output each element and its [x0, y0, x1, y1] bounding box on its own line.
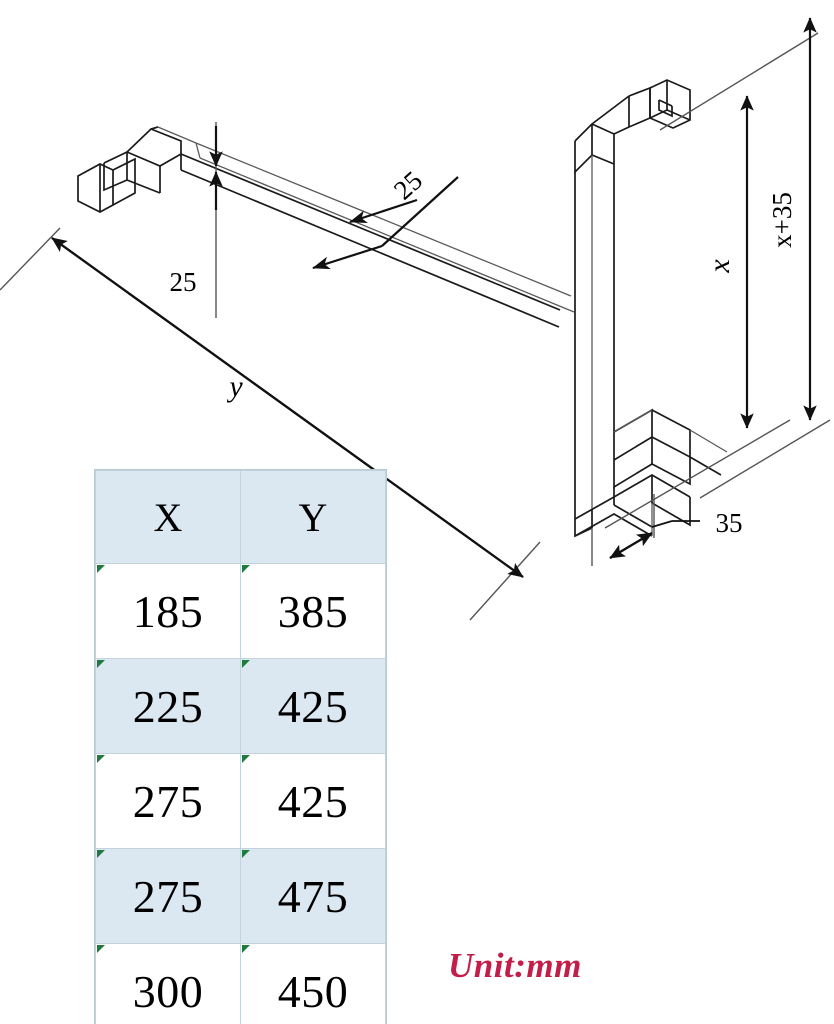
left-elbow: [103, 126, 197, 194]
text-number-flag-icon: [242, 850, 250, 858]
long-arm-tube: [180, 142, 575, 328]
cell-value: 450: [277, 965, 349, 1017]
left-mounting-flange: [77, 157, 136, 213]
text-number-flag-icon: [242, 755, 250, 763]
cell-value: 275: [132, 775, 204, 827]
cell-y[interactable]: 425: [240, 753, 386, 849]
cell-value: 300: [132, 965, 204, 1017]
dimension-inner-height-x: x: [604, 32, 819, 529]
text-number-flag-icon: [97, 660, 105, 668]
text-number-flag-icon: [242, 660, 250, 668]
column-header-y: Y: [240, 470, 386, 564]
text-number-flag-icon: [97, 755, 105, 763]
dimension-label-tube-width-25: 25: [388, 165, 428, 205]
cell-x[interactable]: 275: [95, 848, 241, 944]
cell-value: 425: [277, 680, 349, 732]
dimension-foot-depth-35: 35: [591, 494, 743, 566]
dimension-label-overall-length-y: y: [226, 370, 243, 403]
table-row[interactable]: 300 450: [95, 943, 386, 1024]
cell-value: 385: [277, 585, 349, 637]
cell-x[interactable]: 225: [95, 658, 241, 754]
dimension-label-foot-depth-35: 35: [716, 508, 743, 538]
text-number-flag-icon: [97, 945, 105, 953]
dimension-arm-offset-25: 25: [170, 122, 223, 318]
table-row[interactable]: 185 385: [95, 563, 386, 659]
table-row[interactable]: 275 475: [95, 848, 386, 944]
cell-value: 425: [277, 775, 349, 827]
dimension-outer-height-x35: x+35: [699, 17, 831, 499]
handle-part-geometry: [77, 79, 728, 538]
dimension-label-offset-25: 25: [170, 267, 197, 297]
cell-x[interactable]: 300: [95, 943, 241, 1024]
dimension-label-outer-height-x35: x+35: [767, 192, 797, 248]
cell-y[interactable]: 475: [240, 848, 386, 944]
cell-x[interactable]: 275: [95, 753, 241, 849]
table-row[interactable]: 225 425: [95, 658, 386, 754]
upper-bend: [574, 86, 651, 175]
cell-value: 475: [277, 870, 349, 922]
table-row[interactable]: 275 425: [95, 753, 386, 849]
text-number-flag-icon: [97, 565, 105, 573]
text-number-flag-icon: [97, 850, 105, 858]
table-header-row: X Y: [95, 470, 386, 564]
cell-value: 185: [132, 585, 204, 637]
cell-value: 225: [132, 680, 204, 732]
cell-x[interactable]: 185: [95, 563, 241, 659]
cell-value: 275: [132, 870, 204, 922]
dimension-overall-length-y: y: [0, 227, 541, 621]
text-number-flag-icon: [242, 945, 250, 953]
size-chart-table[interactable]: X Y 185 385 225 425 275 425 275 475 300: [95, 470, 386, 1024]
vertical-leg: [574, 155, 615, 519]
top-mounting-bracket: [649, 79, 691, 129]
column-header-x: X: [95, 470, 241, 564]
text-number-flag-icon: [242, 565, 250, 573]
cell-y[interactable]: 450: [240, 943, 386, 1024]
dimension-label-inner-height-x: x: [703, 259, 736, 274]
cell-y[interactable]: 425: [240, 658, 386, 754]
bottom-foot: [574, 408, 728, 538]
unit-note: Unit:mm: [448, 946, 582, 985]
cell-y[interactable]: 385: [240, 563, 386, 659]
